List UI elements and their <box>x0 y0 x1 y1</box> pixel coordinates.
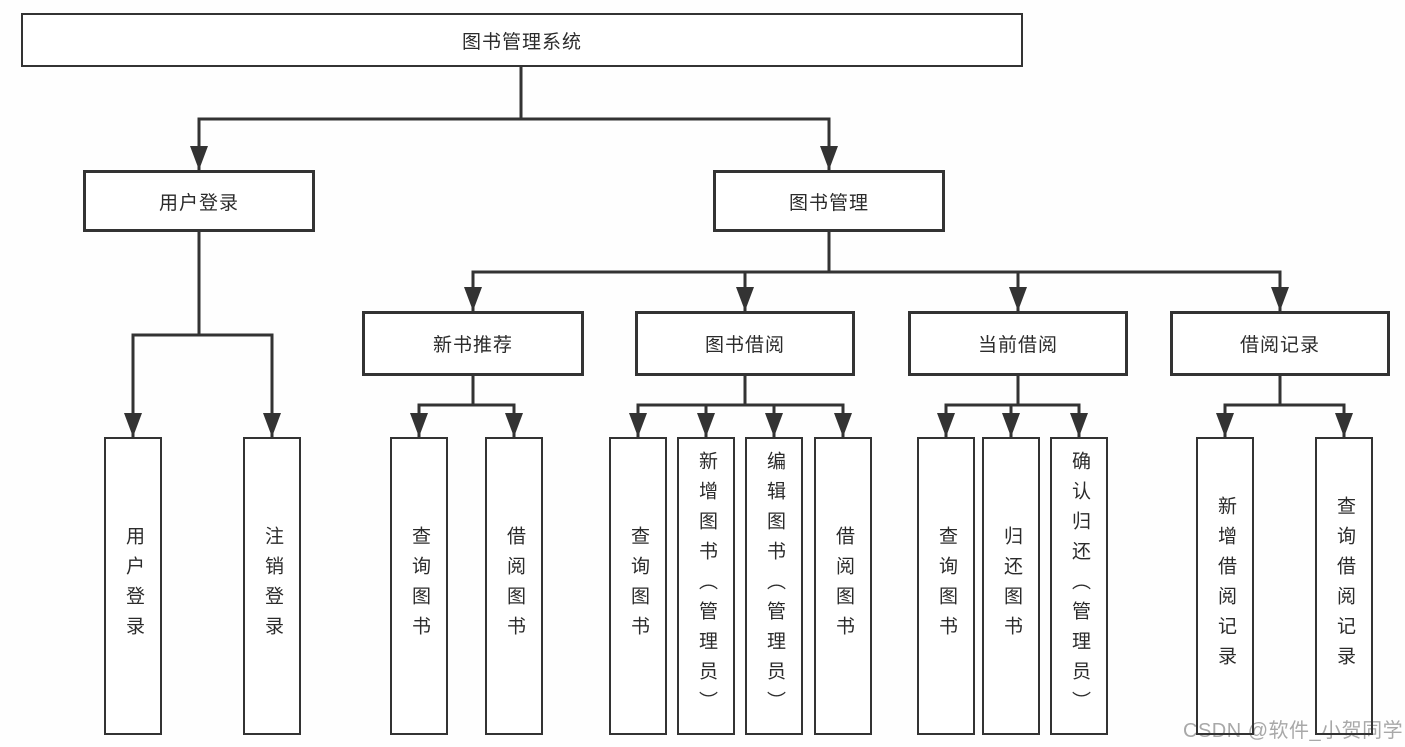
leaf-user-login: 用户登录 <box>104 437 162 735</box>
node-book-borrow-label: 图书借阅 <box>704 335 785 356</box>
leaf-return-book-label: 归还图书 <box>1000 526 1022 646</box>
node-library-system: 图书管理系统 <box>21 13 1023 67</box>
connectors-book-management <box>464 231 1289 311</box>
leaf-borrow-books: 借阅图书 <box>814 437 872 735</box>
node-borrow-record-label: 借阅记录 <box>1239 335 1320 356</box>
leaf-add-borrow-record: 新增借阅记录 <box>1196 437 1254 735</box>
node-book-management-label: 图书管理 <box>788 192 869 214</box>
leaf-query-borrow-record-label: 查询借阅记录 <box>1333 496 1355 676</box>
node-borrow-record: 借阅记录 <box>1170 311 1390 376</box>
csdn-watermark: CSDN @软件_小贺同学 <box>1183 720 1404 742</box>
connectors-user-login <box>124 231 281 437</box>
leaf-add-borrow-record-label: 新增借阅记录 <box>1214 496 1236 676</box>
leaf-query-books-borrow-label: 查询图书 <box>627 526 649 646</box>
leaf-edit-book-admin-label: 编辑图书（管理员） <box>763 451 785 721</box>
connectors-root <box>190 66 838 170</box>
connectors-current-borrow <box>937 375 1088 437</box>
leaf-user-login-label: 用户登录 <box>122 526 144 646</box>
node-new-book-recommend: 新书推荐 <box>362 311 584 376</box>
node-book-management: 图书管理 <box>713 170 945 232</box>
leaf-query-books-recommend-label: 查询图书 <box>408 526 430 646</box>
leaf-edit-book-admin: 编辑图书（管理员） <box>745 437 803 735</box>
node-user-login-label: 用户登录 <box>158 192 239 214</box>
node-book-borrow: 图书借阅 <box>635 311 855 376</box>
connectors-book-borrow <box>629 375 852 437</box>
node-current-borrow: 当前借阅 <box>908 311 1128 376</box>
node-library-system-label: 图书管理系统 <box>461 31 582 53</box>
leaf-query-books-current: 查询图书 <box>917 437 975 735</box>
leaf-confirm-return-admin-label: 确认归还（管理员） <box>1068 451 1090 721</box>
leaf-add-book-admin-label: 新增图书（管理员） <box>695 451 717 721</box>
node-new-book-recommend-label: 新书推荐 <box>432 335 513 356</box>
node-user-login: 用户登录 <box>83 170 315 232</box>
leaf-query-borrow-record: 查询借阅记录 <box>1315 437 1373 735</box>
leaf-query-books-current-label: 查询图书 <box>935 526 957 646</box>
leaf-borrow-books-recommend: 借阅图书 <box>485 437 543 735</box>
leaf-borrow-books-recommend-label: 借阅图书 <box>503 526 525 646</box>
node-current-borrow-label: 当前借阅 <box>977 335 1058 356</box>
leaf-query-books-recommend: 查询图书 <box>390 437 448 735</box>
connectors-new-book-recommend <box>410 375 523 437</box>
leaf-confirm-return-admin: 确认归还（管理员） <box>1050 437 1108 735</box>
leaf-return-book: 归还图书 <box>982 437 1040 735</box>
leaf-borrow-books-label: 借阅图书 <box>832 526 854 646</box>
leaf-logout-label: 注销登录 <box>261 526 283 646</box>
leaf-logout: 注销登录 <box>243 437 301 735</box>
leaf-query-books-borrow: 查询图书 <box>609 437 667 735</box>
connectors-borrow-record <box>1216 375 1353 437</box>
leaf-add-book-admin: 新增图书（管理员） <box>677 437 735 735</box>
